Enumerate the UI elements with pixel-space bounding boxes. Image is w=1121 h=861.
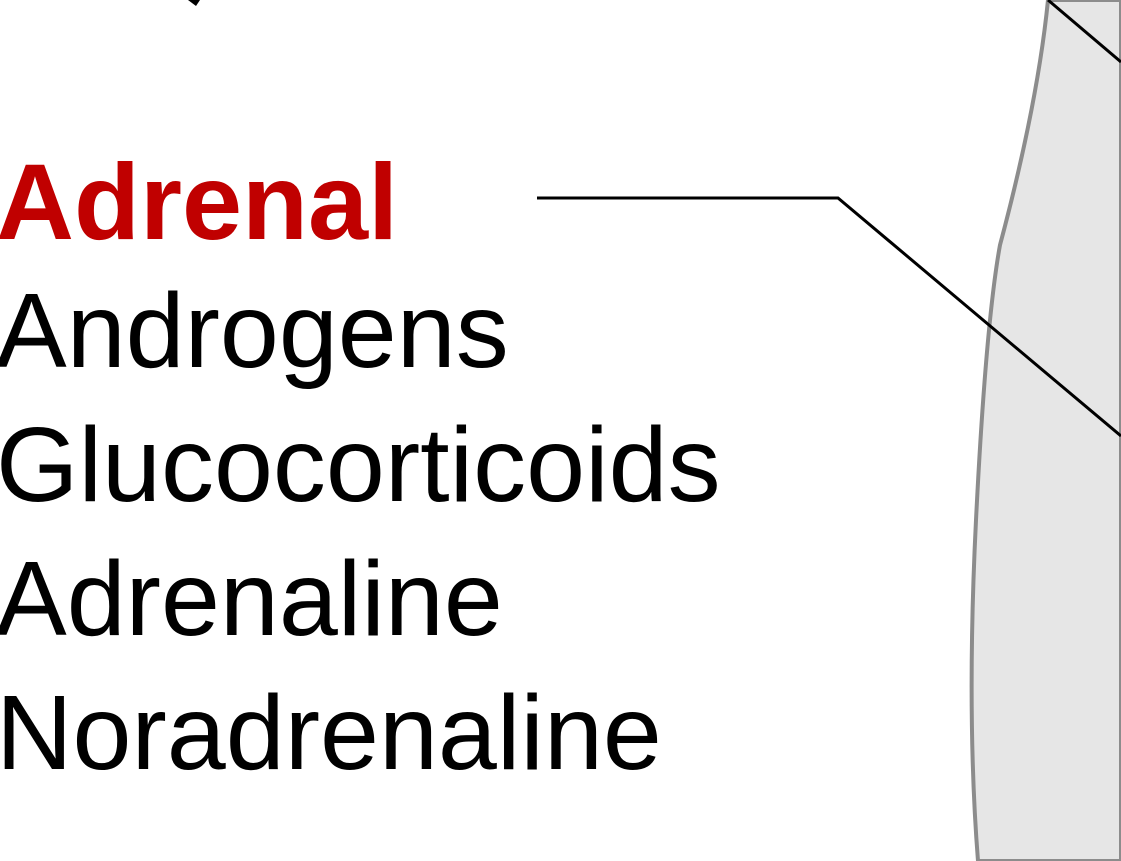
hormone-list: Androgens Glucocorticoids Adrenaline Nor… bbox=[0, 264, 721, 800]
hormone-item: Adrenaline bbox=[0, 540, 503, 658]
hormone-item: Noradrenaline bbox=[0, 674, 662, 792]
hormone-item: Androgens bbox=[0, 272, 509, 390]
leader-line bbox=[537, 196, 1121, 438]
organ-outline-shape bbox=[969, 0, 1121, 861]
gland-label-block: Adrenal Androgens Glucocorticoids Adrena… bbox=[0, 148, 721, 800]
top-pointer-line bbox=[1047, 0, 1121, 64]
gland-title: Adrenal bbox=[0, 141, 399, 262]
top-left-fragment bbox=[188, 0, 200, 6]
hormone-item: Glucocorticoids bbox=[0, 406, 721, 524]
